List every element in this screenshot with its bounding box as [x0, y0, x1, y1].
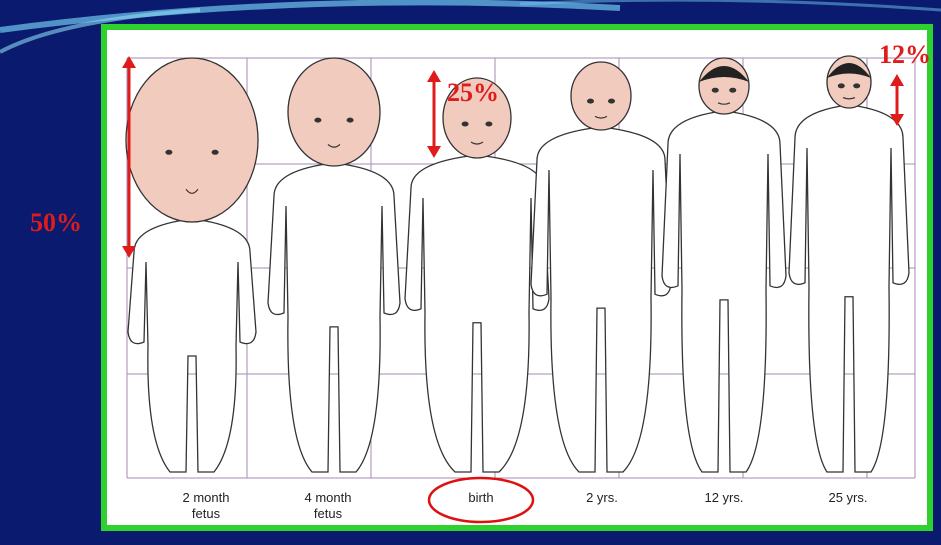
body-outline [531, 128, 671, 472]
figure-25-yrs [789, 56, 909, 472]
eye [587, 99, 594, 104]
stage-label-2-yrs: 2 yrs. [547, 490, 657, 506]
figure-4-month-fetus [268, 58, 400, 472]
body-outline [662, 112, 786, 472]
body-outline [405, 156, 549, 472]
eye [165, 150, 172, 155]
figure-12-yrs [662, 58, 786, 472]
body-outline [789, 106, 909, 472]
head-outline [288, 58, 380, 166]
annotation-adult-head-percent: 12% [879, 42, 931, 68]
stage-label-25-yrs: 25 yrs. [793, 490, 903, 506]
head-outline [571, 62, 631, 130]
body-outline [268, 164, 400, 472]
body-outline [128, 220, 256, 472]
arrow-head [427, 70, 441, 82]
arrow-head [427, 146, 441, 158]
stage-label-12-yrs: 12 yrs. [669, 490, 779, 506]
figure-birth [405, 78, 549, 472]
eye [729, 88, 736, 93]
head-outline [126, 58, 258, 222]
birth-head-arrow [427, 70, 441, 158]
figure-2-month-fetus [126, 58, 258, 472]
proportions-illustration [107, 30, 927, 525]
body-outlines [126, 56, 909, 472]
eye [212, 150, 219, 155]
eye [838, 83, 845, 88]
annotation-birth-head-percent: 25% [447, 80, 499, 106]
eye [485, 122, 492, 127]
eye [314, 118, 321, 123]
eye [347, 118, 354, 123]
eye [608, 99, 615, 104]
arrow-head [890, 74, 904, 86]
stage-label-birth: birth [426, 490, 536, 506]
figure-2-yrs [531, 62, 671, 472]
annotation-fetus-head-percent: 50% [30, 210, 82, 236]
eye [712, 88, 719, 93]
eye [462, 122, 469, 127]
eye [853, 83, 860, 88]
